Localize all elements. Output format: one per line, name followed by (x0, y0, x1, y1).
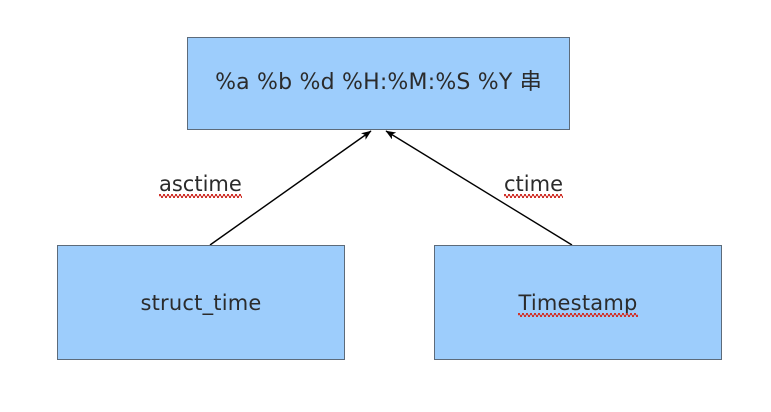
node-struct-time-label: struct_time (140, 290, 262, 315)
node-format-string-label: %a %b %d %H:%M:%S %Y 串 (215, 70, 542, 95)
edge-label-ctime: ctime (504, 172, 563, 199)
node-timestamp[interactable]: Timestamp (434, 245, 722, 360)
node-format-string[interactable]: %a %b %d %H:%M:%S %Y 串 (187, 37, 570, 130)
edge-label-ctime-text: ctime (504, 172, 563, 198)
edge-label-asctime-text: asctime (159, 172, 242, 198)
node-timestamp-label: Timestamp (518, 290, 638, 317)
edge-label-asctime: asctime (159, 172, 242, 199)
node-struct-time[interactable]: struct_time (57, 245, 345, 360)
